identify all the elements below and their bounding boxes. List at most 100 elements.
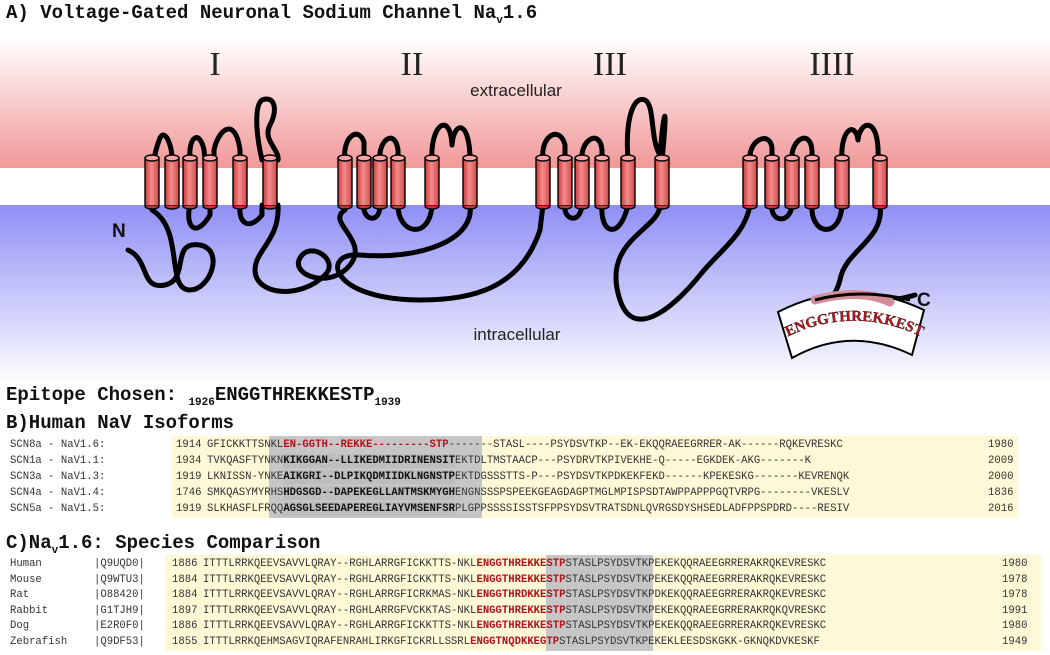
extracellular-region xyxy=(0,38,1050,168)
isoform-sequence-pre: SLKHASFLFRQQ xyxy=(207,503,284,515)
species-start-position: 1897 xyxy=(172,604,198,617)
panel-c-title-tail: 1.6: Species Comparison xyxy=(58,532,321,554)
domain-label-4: IIII xyxy=(809,46,854,83)
species-start-position: 1884 xyxy=(172,573,198,586)
helix-s5-domain-2 xyxy=(424,154,440,210)
isoform-end-position: 1836 xyxy=(988,487,1014,499)
helix-s2-domain-2 xyxy=(356,154,372,210)
isoform-start-position: 1934 xyxy=(176,455,202,467)
isoform-sequence-post: ENGNSSSPSPEEKGEAGDAGPTMGLMPISPSDTAWPPAPP… xyxy=(455,487,850,499)
isoform-start-position: 1746 xyxy=(176,487,202,499)
species-accession: |Q9WTU3| xyxy=(94,573,145,586)
helix-s1-domain-4 xyxy=(742,154,758,210)
isoform-end-position: 2016 xyxy=(988,503,1014,515)
species-accession: |G1TJH9| xyxy=(94,604,145,617)
isoform-sequence-post: -------STASL----PSYDSVTKP--EK-EKQQRAEEGR… xyxy=(448,439,843,451)
panel-a-title-tail: 1.6 xyxy=(502,2,538,24)
helix-s5-domain-4 xyxy=(834,154,850,210)
isoform-sequence-post: EKTDLTMSTAACP---PSYDRVTKPIVEKHE-Q-----EG… xyxy=(455,455,812,467)
species-name: Zebrafish xyxy=(10,635,68,648)
panel-a-title: A) Voltage-Gated Neuronal Sodium Channel… xyxy=(6,2,537,27)
domain-label-2: II xyxy=(401,46,424,83)
species-sequence-epitope: ENGGTHRDKKESTP xyxy=(476,589,566,601)
species-sequence-epitope: ENGGTHREKKESTP xyxy=(476,620,566,632)
species-sequence-epitope: ENGGTHREKKESTP xyxy=(476,604,566,617)
species-end-position: 1978 xyxy=(1002,573,1028,586)
helix-s4-domain-4 xyxy=(804,154,820,210)
species-name: Mouse xyxy=(10,573,42,586)
species-accession: |O88420| xyxy=(94,589,145,601)
species-accession: |Q9UQD0| xyxy=(94,558,145,570)
panel-c-title-sub: v xyxy=(51,544,59,557)
helix-s4-domain-1 xyxy=(202,154,218,210)
helix-s3-domain-4 xyxy=(784,154,800,210)
helix-s1-domain-1 xyxy=(144,154,160,210)
epitope-line: Epitope Chosen: 1926ENGGTHREKKESTP1939 xyxy=(6,384,401,409)
panel-a-title-text: A) Voltage-Gated Neuronal Sodium Channel… xyxy=(6,2,497,24)
species-start-position: 1884 xyxy=(172,589,198,601)
panel-a-title-sub: v xyxy=(496,14,503,27)
isoform-sequence-epitope: EN-GGTH--REKKE---------STP xyxy=(283,439,449,451)
species-sequence-epitope: ENGGTHREKKESTP xyxy=(476,558,566,570)
species-start-position: 1855 xyxy=(172,635,198,648)
transmembrane-helices: /* placeholder so svg has stable structu… xyxy=(144,154,888,210)
sodium-channel-diagram: I II III IIII extracellular intracellula… xyxy=(0,28,1050,383)
species-name: Human xyxy=(10,558,42,570)
species-sequence-pre: ITTTLRRKQEEVSAVVLQRAY--RGHLARRGFICKKTTS-… xyxy=(203,573,477,586)
species-epitope-band xyxy=(546,555,653,651)
species-end-position: 1991 xyxy=(1002,604,1028,617)
species-start-position: 1886 xyxy=(172,558,198,570)
helix-s5-domain-1 xyxy=(232,154,248,210)
species-sequence-pre: ITTTLRRKQEEVSAVVLQRAY--RGHLARRGFICKKTTS-… xyxy=(203,620,477,632)
helix-s3-domain-3 xyxy=(574,154,590,210)
species-end-position: 1949 xyxy=(1002,635,1028,648)
species-name: Rat xyxy=(10,589,30,601)
intracellular-label: intracellular xyxy=(474,325,561,344)
species-accession: |Q9DF53| xyxy=(94,635,145,648)
species-sequence-epitope: ENGGTNQDKKEGTP xyxy=(470,635,560,648)
helix-s2-domain-3 xyxy=(557,154,573,210)
helix-s5-domain-3 xyxy=(620,154,636,210)
helix-s3-domain-2 xyxy=(372,154,388,210)
helix-s4-domain-2 xyxy=(390,154,406,210)
panel-b-title: B)Human NaV Isoforms xyxy=(6,412,235,434)
species-start-position: 1886 xyxy=(172,620,198,632)
helix-s6-domain-2 xyxy=(462,154,478,210)
species-sequence-post: STASLPSYDSVTKPEKEKQQRAEEGRRERAKRQKEVRESK… xyxy=(565,573,827,586)
species-sequence-epitope: ENGGTHREKKESTP xyxy=(476,573,566,586)
c-terminus-label: C xyxy=(917,290,931,311)
isoform-sequence-epitope: HDGSGD--DAPEKEGLLANTMSKMYGH xyxy=(283,486,455,500)
isoform-sequence-pre: GFICKKTTSNKL xyxy=(207,439,284,451)
isoform-end-position: 2000 xyxy=(988,471,1014,483)
species-sequence-pre: ITTTLRRKQEHMSAGVIQRAFENRAHLIRKGFICKRLLSS… xyxy=(203,635,471,648)
isoform-sequence-pre: LKNISSN-YNKE xyxy=(207,471,284,483)
helix-s6-domain-3 xyxy=(654,154,670,210)
isoform-label: SCN8a - NaV1.6: xyxy=(10,439,106,451)
helix-s6-domain-4 xyxy=(872,154,888,210)
species-sequence-pre: ITTTLRRKQEEVSAVVLQRAY--RGHLARRGFICKKTTS-… xyxy=(203,558,477,570)
isoform-start-position: 1919 xyxy=(176,503,202,515)
species-name: Rabbit xyxy=(10,604,49,617)
isoform-label: SCN1a - NaV1.1: xyxy=(10,455,106,467)
isoform-label: SCN4a - NaV1.4: xyxy=(10,487,106,499)
isoform-sequence-pre: SMKQASYMYRHS xyxy=(207,487,284,499)
isoform-start-position: 1919 xyxy=(176,471,202,483)
species-sequence-post: STASLPSYDSVTKPEKEKLEESDSKGKK-GKNQKDVKESK… xyxy=(559,635,820,648)
isoform-sequence-epitope: AGSGLSEEDAPEREGLIAYVMSENFSR xyxy=(283,502,455,516)
species-sequence-post: STASLPSYDSVTKPEKEKQQRAEEGRRERAKRQKQVRESK… xyxy=(565,604,827,617)
isoform-label: SCN3a - NaV1.3: xyxy=(10,471,106,483)
isoform-sequence-epitope: AIKGRI--DLPIKQDMIIDKLNGNSTP xyxy=(283,470,455,484)
helix-s6-domain-1 xyxy=(262,154,278,210)
helix-s2-domain-1 xyxy=(164,154,180,210)
isoform-sequence-pre: TVKQASFTYNKN xyxy=(207,455,284,467)
panel-c-title-text: C)Na xyxy=(6,532,52,554)
isoform-start-position: 1914 xyxy=(176,439,202,451)
species-end-position: 1978 xyxy=(1002,589,1028,601)
n-terminus-label: N xyxy=(112,221,126,242)
intracellular-region xyxy=(0,205,1050,383)
epitope-prefix: Epitope Chosen: xyxy=(6,384,178,406)
isoform-sequence-epitope: KIKGGAN--LLIKEDMIIDRINENSIT xyxy=(283,454,455,468)
species-end-position: 1980 xyxy=(1002,620,1028,632)
helix-s1-domain-3 xyxy=(535,154,551,210)
species-name: Dog xyxy=(10,620,30,632)
